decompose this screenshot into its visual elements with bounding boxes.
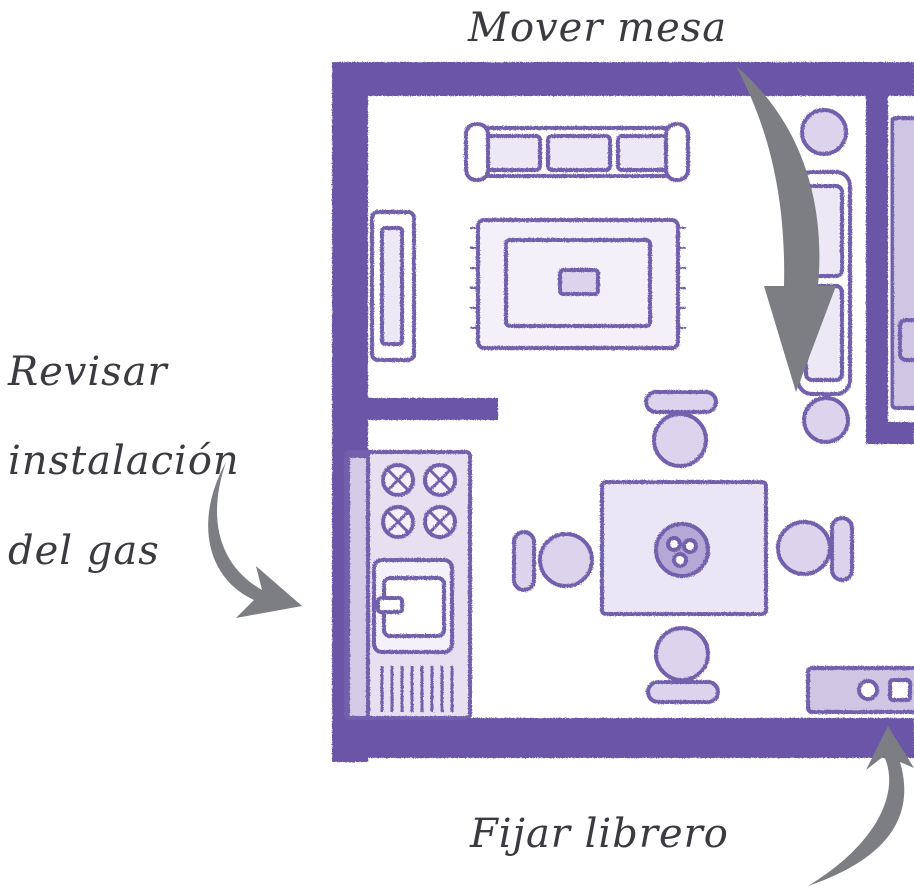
centerpiece	[654, 522, 710, 578]
stove	[381, 463, 457, 539]
wall-top	[332, 62, 914, 96]
wall-bottom	[332, 718, 914, 758]
stool-top	[800, 108, 848, 156]
sofa	[464, 122, 690, 182]
rug	[470, 218, 686, 350]
sink	[372, 558, 454, 654]
tv-cabinet	[370, 210, 416, 362]
dish-rack	[380, 666, 454, 712]
note-check-gas: Revisar instalación del gas	[8, 305, 240, 619]
dining-set	[512, 390, 854, 704]
note-move-table: Mover mesa	[468, 5, 728, 51]
right-room-furniture	[890, 116, 914, 410]
arrow-move-table	[736, 66, 836, 392]
stool-bottom	[802, 396, 850, 444]
note-check-gas-line1: Revisar	[8, 348, 168, 395]
note-check-gas-line3: del gas	[8, 527, 160, 574]
arrow-check-gas	[208, 462, 302, 618]
wall-interior-right-horizontal	[866, 422, 914, 444]
chair-top	[644, 390, 718, 468]
arrow-fix-bookshelf	[808, 726, 914, 886]
chair-left	[512, 530, 594, 592]
chair-right	[776, 516, 854, 582]
wall-interior-left	[368, 398, 498, 420]
kitchen	[344, 450, 472, 720]
wall-interior-right-vertical	[866, 96, 888, 444]
bookshelf	[806, 666, 914, 714]
note-fix-bookshelf: Fijar librero	[470, 811, 729, 857]
chair-bottom	[646, 626, 720, 704]
note-check-gas-line2: instalación	[8, 438, 240, 485]
